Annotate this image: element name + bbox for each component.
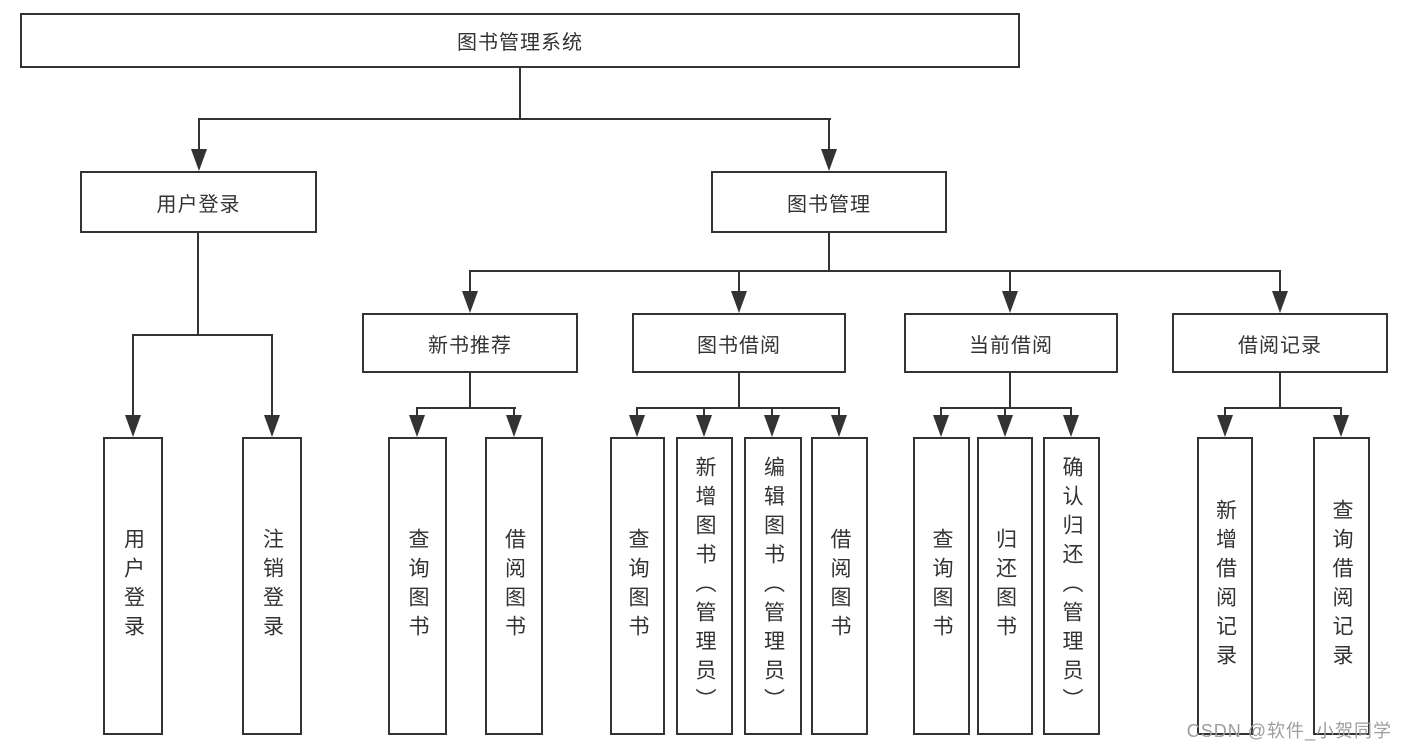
arrowhead — [409, 415, 425, 437]
connector-stem — [838, 407, 840, 417]
arrowhead — [696, 415, 712, 437]
connector-stem — [636, 407, 638, 417]
arrowhead — [764, 415, 780, 437]
leaf-label: 新增图书（管理员） — [693, 455, 716, 717]
leaf-label: 查询借阅记录 — [1330, 499, 1353, 673]
connector-current-vline — [1009, 373, 1011, 409]
leaf-label: 查询图书 — [930, 528, 953, 644]
arrowhead — [506, 415, 522, 437]
connector-stem-leaf-login — [132, 334, 134, 417]
arrowhead-leaf-login — [125, 415, 141, 437]
leaf-user-login: 用户登录 — [103, 437, 163, 735]
connector-bookmgmt-hline — [470, 270, 1281, 272]
node-new-book-recommend: 新书推荐 — [362, 313, 578, 373]
connector-root-vline — [519, 68, 521, 120]
leaf-add-books-admin: 新增图书（管理员） — [676, 437, 733, 735]
leaf-borrow-books-recommend: 借阅图书 — [485, 437, 543, 735]
arrowhead-borrow-records — [1272, 291, 1288, 313]
leaf-label: 编辑图书（管理员） — [761, 455, 785, 717]
node-label: 用户登录 — [156, 193, 241, 216]
connector-newbook-hline — [417, 407, 516, 409]
connector-borrowing-vline — [738, 373, 740, 409]
node-label: 当前借阅 — [969, 334, 1053, 357]
arrowhead — [997, 415, 1013, 437]
node-label: 图书管理系统 — [457, 32, 583, 54]
connector-root-hline — [198, 118, 831, 120]
node-label: 新书推荐 — [428, 334, 512, 357]
connector-borrowing-hline — [637, 407, 840, 409]
connector-stem — [703, 407, 705, 417]
leaf-label: 确认归还（管理员） — [1060, 455, 1083, 717]
leaf-label: 用户登录 — [121, 528, 145, 644]
connector-stem — [1004, 407, 1006, 417]
connector-stem — [513, 407, 515, 417]
connector-stem-book-management — [828, 118, 830, 151]
leaf-confirm-return-admin: 确认归还（管理员） — [1043, 437, 1100, 735]
leaf-label: 借阅图书 — [828, 528, 851, 644]
connector-stem-book-borrow — [738, 270, 740, 293]
arrowhead — [1063, 415, 1079, 437]
arrowhead-book-borrow — [731, 291, 747, 313]
connector-stem — [416, 407, 418, 417]
leaf-borrow-books: 借阅图书 — [811, 437, 868, 735]
arrowhead-new-books — [462, 291, 478, 313]
node-label: 图书管理 — [787, 193, 871, 216]
leaf-edit-books-admin: 编辑图书（管理员） — [744, 437, 802, 735]
connector-stem — [1224, 407, 1226, 417]
connector-userlogin-vline — [197, 233, 199, 336]
arrowhead — [933, 415, 949, 437]
arrowhead-user-login — [191, 149, 207, 171]
connector-stem — [1070, 407, 1072, 417]
connector-records-vline — [1279, 373, 1281, 409]
leaf-query-borrow-record: 查询借阅记录 — [1313, 437, 1370, 735]
node-user-login: 用户登录 — [80, 171, 317, 233]
leaf-query-books-current: 查询图书 — [913, 437, 970, 735]
connector-stem-leaf-logout — [271, 334, 273, 417]
connector-stem — [940, 407, 942, 417]
csdn-watermark: CSDN @软件_小贺同学 — [1186, 721, 1392, 741]
leaf-label: 注销登录 — [260, 528, 284, 644]
leaf-label: 查询图书 — [626, 528, 649, 644]
arrowhead-current-borrow — [1002, 291, 1018, 313]
node-library-management-system: 图书管理系统 — [20, 13, 1020, 68]
arrowhead-book-management — [821, 149, 837, 171]
connector-stem-borrow-records — [1279, 270, 1281, 293]
node-label: 图书借阅 — [697, 334, 781, 357]
node-book-management: 图书管理 — [711, 171, 947, 233]
leaf-label: 查询图书 — [406, 528, 429, 644]
connector-bookmgmt-vline — [828, 233, 830, 272]
arrowhead — [1333, 415, 1349, 437]
node-label: 借阅记录 — [1238, 334, 1322, 357]
connector-userlogin-hline — [132, 334, 273, 336]
arrowhead — [629, 415, 645, 437]
leaf-logout: 注销登录 — [242, 437, 302, 735]
leaf-query-books-recommend: 查询图书 — [388, 437, 447, 735]
node-book-borrowing: 图书借阅 — [632, 313, 846, 373]
connector-stem-new-books — [469, 270, 471, 293]
connector-stem — [1340, 407, 1342, 417]
leaf-label: 借阅图书 — [502, 528, 526, 644]
arrowhead — [1217, 415, 1233, 437]
arrowhead-leaf-logout — [264, 415, 280, 437]
node-borrowing-records: 借阅记录 — [1172, 313, 1388, 373]
leaf-label: 新增借阅记录 — [1213, 499, 1237, 673]
arrowhead — [831, 415, 847, 437]
leaf-label: 归还图书 — [993, 528, 1017, 644]
node-current-borrowing: 当前借阅 — [904, 313, 1118, 373]
leaf-query-books-borrowing: 查询图书 — [610, 437, 665, 735]
connector-newbook-vline — [469, 373, 471, 409]
connector-stem-user-login — [198, 118, 200, 151]
connector-records-hline — [1225, 407, 1342, 409]
leaf-return-books: 归还图书 — [977, 437, 1033, 735]
connector-stem — [771, 407, 773, 417]
connector-stem-current-borrow — [1009, 270, 1011, 293]
leaf-add-borrow-record: 新增借阅记录 — [1197, 437, 1253, 735]
connector-current-hline — [941, 407, 1072, 409]
